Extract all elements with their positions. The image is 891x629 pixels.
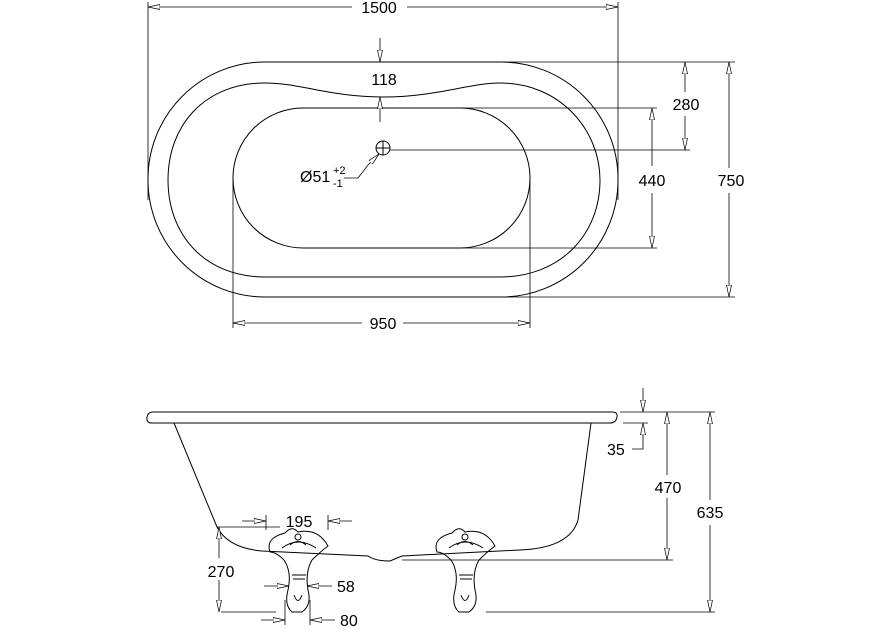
label-280: 280	[673, 97, 700, 114]
label-750: 750	[718, 173, 745, 190]
dimension-foot-width-base: 80	[261, 600, 358, 629]
dimension-overall-height: 635	[486, 412, 724, 613]
middle-rim-outline	[167, 82, 601, 278]
bath-body	[173, 422, 592, 562]
claw-foot-left	[268, 528, 329, 613]
label-635: 635	[697, 505, 724, 522]
label-1500: 1500	[361, 0, 397, 17]
dimension-inner-width: 440	[460, 107, 666, 249]
bath-rim	[146, 411, 618, 424]
label-470: 470	[655, 480, 682, 497]
label-195: 195	[286, 514, 313, 531]
label-waste-tol-minus: -1	[333, 178, 343, 190]
label-80: 80	[340, 613, 358, 629]
dimension-rim-width: 118	[371, 38, 397, 122]
inner-basin-outline	[232, 107, 531, 249]
top-view: 1500 118 Ø51 +2 -1 280 440	[147, 0, 745, 333]
label-35: 35	[607, 442, 625, 459]
waste-callout: Ø51 +2 -1	[300, 154, 379, 190]
label-440: 440	[639, 173, 666, 190]
label-58: 58	[337, 579, 355, 596]
dimension-overall-length: 1500	[147, 0, 619, 200]
dimension-overall-width: 750	[500, 62, 745, 298]
dimension-foot-spacing: 195	[242, 514, 352, 531]
waste-drain	[375, 140, 391, 156]
label-118: 118	[371, 72, 397, 89]
label-waste-tol-plus: +2	[333, 165, 346, 177]
dimension-body-height: 470	[402, 412, 682, 561]
dimension-rim-thickness: 35	[607, 388, 715, 459]
side-view: 35 470 635 195 270	[146, 388, 724, 629]
dimension-waste-offset: 280	[390, 61, 735, 151]
claw-foot-right	[435, 528, 496, 613]
dimension-foot-width-narrow: 58	[264, 579, 355, 596]
label-950: 950	[370, 316, 397, 333]
dimension-inner-length: 950	[232, 180, 531, 333]
label-waste-diameter: Ø51	[300, 169, 330, 186]
label-270: 270	[208, 564, 235, 581]
dimension-foot-height: 270	[208, 526, 280, 613]
